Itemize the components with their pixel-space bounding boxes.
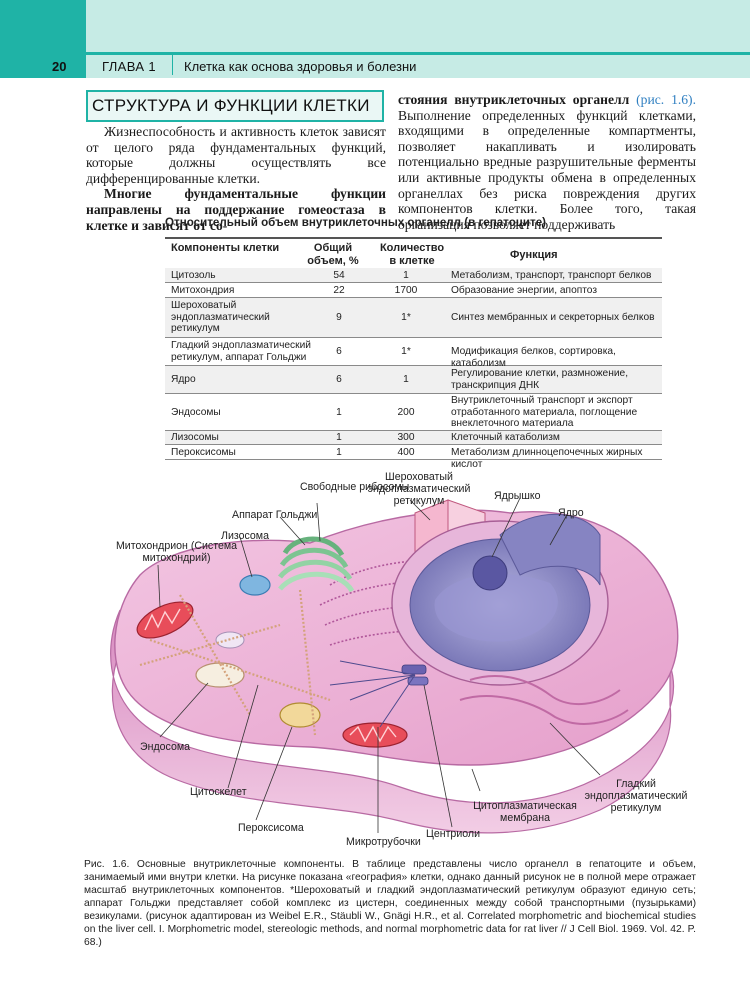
cell-component: Шероховатый эндоплазматический ретикулум bbox=[171, 300, 270, 334]
cell-volume: 1 bbox=[336, 432, 342, 443]
figure-reference: (рис. 1.6). bbox=[636, 92, 696, 107]
cell-component: Лизосомы bbox=[171, 432, 219, 443]
cell-function: Клеточный катаболизм bbox=[451, 432, 560, 443]
label-free-ribosomes: Свободные рибосомы bbox=[300, 481, 410, 493]
page-header: 20 ГЛАВА 1 Клетка как основа здоровья и … bbox=[0, 0, 750, 78]
label-nucleolus: Ядрышко bbox=[494, 490, 541, 502]
lysosome bbox=[239, 574, 271, 596]
label-microtubules: Микротрубочки bbox=[346, 836, 421, 848]
mitochondrion-cristae bbox=[144, 608, 181, 631]
cell-volume: 22 bbox=[333, 285, 345, 296]
cell-component: Эндосомы bbox=[171, 407, 221, 418]
cell-volume: 1 bbox=[336, 407, 342, 418]
mitochondrion-lower bbox=[342, 722, 408, 748]
header-component: Компоненты клетки bbox=[171, 242, 280, 254]
header-function: Функция bbox=[510, 249, 558, 261]
label-endosome: Эндосома bbox=[140, 741, 191, 753]
cell-count: 1* bbox=[401, 346, 411, 357]
cell-count: 1700 bbox=[394, 285, 418, 296]
cell-count: 1 bbox=[403, 374, 409, 385]
bold-continuation: стояния внутриклеточных органелл bbox=[398, 92, 630, 107]
section-title-box bbox=[86, 90, 384, 122]
table-row: Лизосомы 1 300 Клеточный катаболизм bbox=[165, 431, 662, 445]
smooth-er bbox=[459, 674, 629, 725]
cell-illustration bbox=[110, 497, 679, 834]
header-volume: Общий объем, % bbox=[307, 242, 359, 267]
cell-function: Метаболизм, транспорт, транспорт белков bbox=[451, 270, 652, 281]
golgi-apparatus bbox=[278, 536, 355, 593]
header-bar bbox=[86, 52, 750, 78]
leader-lines bbox=[157, 497, 601, 833]
label-rough-er: Шероховатый эндоплазматический ретикулум bbox=[367, 471, 471, 507]
page-number: 20 bbox=[52, 59, 67, 74]
table-row: Митохондрия 22 1700 Образование энергии,… bbox=[165, 283, 662, 298]
label-nucleus: Ядро bbox=[558, 507, 584, 519]
header-accent-block bbox=[0, 0, 86, 78]
cell-count: 200 bbox=[397, 407, 415, 418]
cell-function: Регулирование клетки, размножение, транс… bbox=[451, 368, 629, 391]
chapter-title: Клетка как основа здоровья и болезни bbox=[184, 59, 417, 74]
nucleus-cutaway bbox=[499, 513, 601, 586]
cell-function: Внутриклеточный транспорт и экспорт отра… bbox=[451, 395, 638, 429]
cell-volume: 54 bbox=[333, 270, 345, 281]
table-row: Пероксисомы 1 400 Метаболизм длинноцепоч… bbox=[165, 445, 662, 470]
cell-function: Образование энергии, апоптоз bbox=[451, 285, 598, 296]
figure-caption: Рис. 1.6. Основные внутриклеточные компо… bbox=[84, 859, 696, 948]
cell-count: 300 bbox=[397, 432, 415, 443]
cell-function: Синтез мембранных и секреторных белков bbox=[451, 312, 655, 323]
chromatin bbox=[434, 573, 558, 642]
paragraph-body: Выполнение определенных функций клетками… bbox=[398, 107, 696, 232]
table-row: Шероховатый эндоплазматический ретикулум… bbox=[165, 298, 662, 338]
cytoskeleton-vertical bbox=[298, 589, 317, 736]
table-row: Гладкий эндоплазматический ретикулум, ап… bbox=[165, 338, 662, 369]
label-centrioles: Центриоли bbox=[426, 828, 480, 840]
paragraph-2-bold: Многие фундаментальные функции направлен… bbox=[86, 186, 386, 233]
cell-component: Цитозоль bbox=[171, 270, 216, 281]
cell-count: 1 bbox=[403, 270, 409, 281]
chapter-label: ГЛАВА 1 bbox=[102, 59, 157, 74]
table-title: Относительный объем внутриклеточных орга… bbox=[165, 216, 547, 229]
centrioles bbox=[401, 664, 429, 686]
cell-component: Пероксисомы bbox=[171, 447, 236, 458]
cell-component: Гладкий эндоплазматический ретикулум, ап… bbox=[171, 340, 311, 363]
header-separator bbox=[172, 55, 173, 75]
label-lysosome: Лизосома bbox=[221, 530, 269, 542]
table-top-rule bbox=[165, 237, 662, 239]
header-count: Количество в клетке bbox=[379, 242, 445, 267]
cell-count: 1* bbox=[401, 312, 411, 323]
paragraph-continued: стояния внутриклеточных органелл (рис. 1… bbox=[398, 92, 696, 232]
peroxisome bbox=[279, 702, 321, 728]
endosome bbox=[195, 662, 245, 688]
cell-volume: 1 bbox=[336, 447, 342, 458]
microtubules bbox=[329, 660, 416, 728]
cytoskeleton-fibers bbox=[139, 594, 331, 716]
cell-component: Ядро bbox=[171, 374, 196, 385]
text-column-left: Жизнеспособность и активность клеток зав… bbox=[86, 124, 386, 233]
table-row: Ядро 6 1 Регулирование клетки, размножен… bbox=[165, 366, 662, 394]
label-peroxisome: Пероксисома bbox=[238, 822, 304, 834]
mitochondrion-lower-cristae bbox=[349, 725, 397, 743]
cell-volume: 6 bbox=[336, 374, 342, 385]
cell-function: Модификация белков, сортировка, катаболи… bbox=[451, 346, 616, 369]
section-title: СТРУКТУРА И ФУНКЦИИ КЛЕТКИ bbox=[92, 96, 370, 115]
nucleolus bbox=[472, 555, 508, 591]
header-band bbox=[86, 0, 750, 52]
cell-count: 400 bbox=[397, 447, 415, 458]
cell-component: Митохондрия bbox=[171, 285, 235, 296]
cell-volume: 6 bbox=[336, 346, 342, 357]
table-row: Цитозоль 54 1 Метаболизм, транспорт, тра… bbox=[165, 268, 662, 283]
cell-volume: 9 bbox=[336, 312, 342, 323]
label-cytoskeleton: Цитоскелет bbox=[190, 786, 247, 798]
label-mitochondrion: Митохондрион (Система митохондрий) bbox=[115, 540, 238, 564]
table-row: Эндосомы 1 200 Внутриклеточный транспорт… bbox=[165, 394, 662, 431]
paragraph-1: Жизнеспособность и активность клеток зав… bbox=[86, 124, 386, 186]
label-membrane: Цитоплазматическая мембрана bbox=[473, 800, 577, 824]
label-golgi: Аппарат Гольджи bbox=[232, 509, 318, 521]
cell-function: Метаболизм длинноцепочечных жирных кисло… bbox=[451, 447, 643, 470]
label-smooth-er: Гладкий эндоплазматический ретикулум bbox=[584, 778, 688, 814]
text-column-right: стояния внутриклеточных органелл (рис. 1… bbox=[398, 92, 696, 232]
